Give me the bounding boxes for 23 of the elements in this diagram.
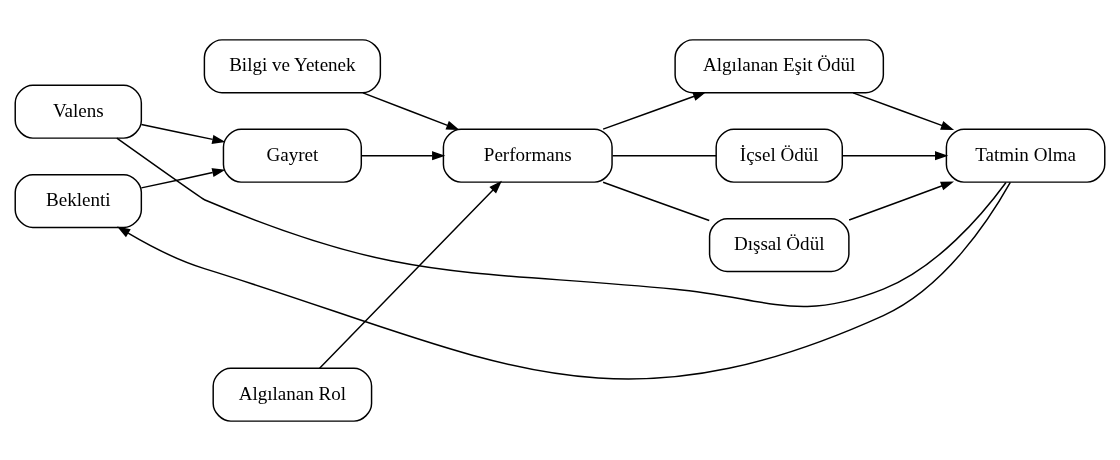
node-box: İçsel Ödül (715, 128, 844, 183)
arrow (848, 180, 954, 221)
node-box: Tatmin Olma (945, 128, 1106, 183)
node-box: Gayret (222, 128, 363, 183)
node-box: Bilgi ve Yetenek (203, 38, 382, 93)
arrow (852, 91, 955, 130)
node-box: Beklenti (14, 173, 143, 228)
node-box: Dışsal Ödül (708, 217, 850, 272)
node-box: Algılanan Rol (212, 367, 373, 422)
arrow (842, 150, 949, 160)
node-box: Performans (442, 128, 613, 183)
arrow (117, 181, 1012, 379)
arrow (318, 180, 502, 369)
connector (116, 136, 1007, 307)
arrow (362, 91, 460, 130)
arrow (360, 150, 446, 160)
arrow (602, 91, 707, 130)
node-box: Algılanan Eşit Ödül (674, 38, 885, 93)
arrow (140, 123, 226, 144)
connector (611, 154, 717, 156)
arrow (140, 167, 226, 189)
node-box: Valens (14, 84, 143, 139)
connector (602, 181, 710, 221)
